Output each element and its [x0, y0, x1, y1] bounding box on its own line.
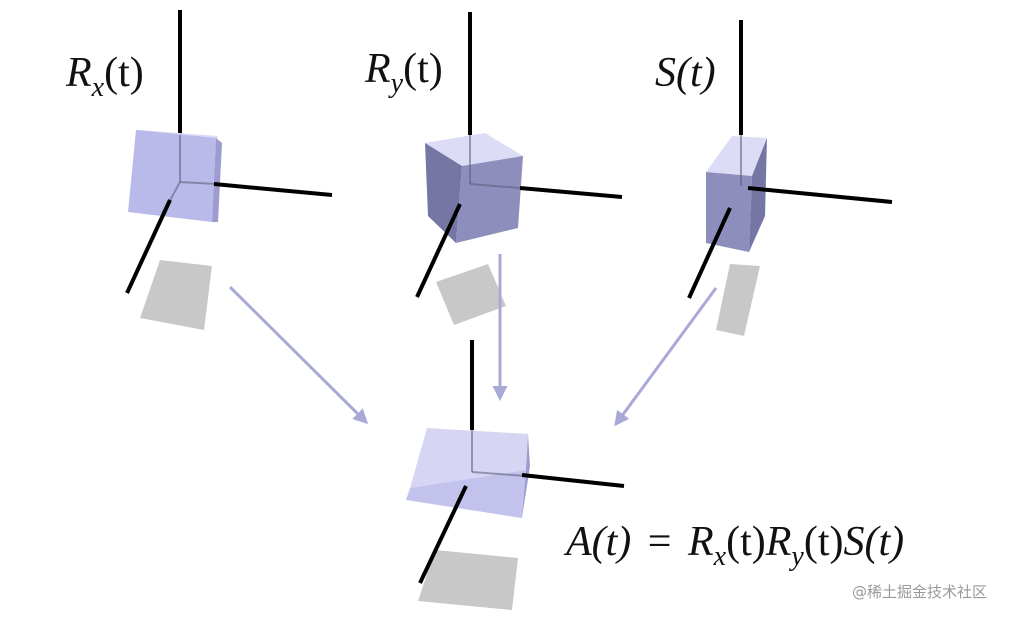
ry-hidden-axis-x — [469, 183, 521, 189]
ry-y-axis — [415, 203, 462, 298]
a-hidden-axis-x — [471, 471, 527, 477]
s-cube-side — [749, 138, 767, 252]
rx-hidden-axis-x — [179, 181, 217, 185]
arrow-icon — [228, 285, 369, 425]
rx-cube-front — [128, 130, 216, 222]
s-cube-top — [706, 136, 767, 176]
rx-group: Rx(t) — [65, 10, 333, 330]
ry-cube-front — [456, 156, 523, 243]
watermark: @稀土掘金技术社区 — [852, 583, 987, 601]
ry-label: Ry(t) — [364, 46, 443, 99]
a-y-axis — [418, 485, 468, 584]
ry-shadow — [436, 264, 506, 325]
s-shadow — [716, 264, 760, 336]
a-cube-front — [406, 470, 526, 518]
rx-y-axis — [125, 199, 172, 294]
s-label: S(t) — [655, 50, 716, 96]
rx-x-axis — [213, 182, 333, 197]
s-y-axis — [687, 207, 732, 299]
composite-equation: A(t) = Rx(t)Ry(t)S(t) — [563, 519, 904, 572]
a-group — [406, 340, 625, 610]
a-x-axis — [521, 473, 625, 488]
ry-x-axis — [519, 186, 623, 199]
ry-cube-top — [425, 133, 523, 166]
rx-label: Rx(t) — [65, 50, 144, 103]
s-group: S(t) — [655, 20, 893, 336]
s-x-axis — [747, 186, 893, 204]
ry-group: Ry(t) — [364, 12, 623, 325]
arrow-icon — [614, 287, 718, 427]
rx-shadow — [140, 260, 212, 330]
rx-cube-side — [212, 138, 222, 222]
a-shadow — [418, 550, 518, 610]
